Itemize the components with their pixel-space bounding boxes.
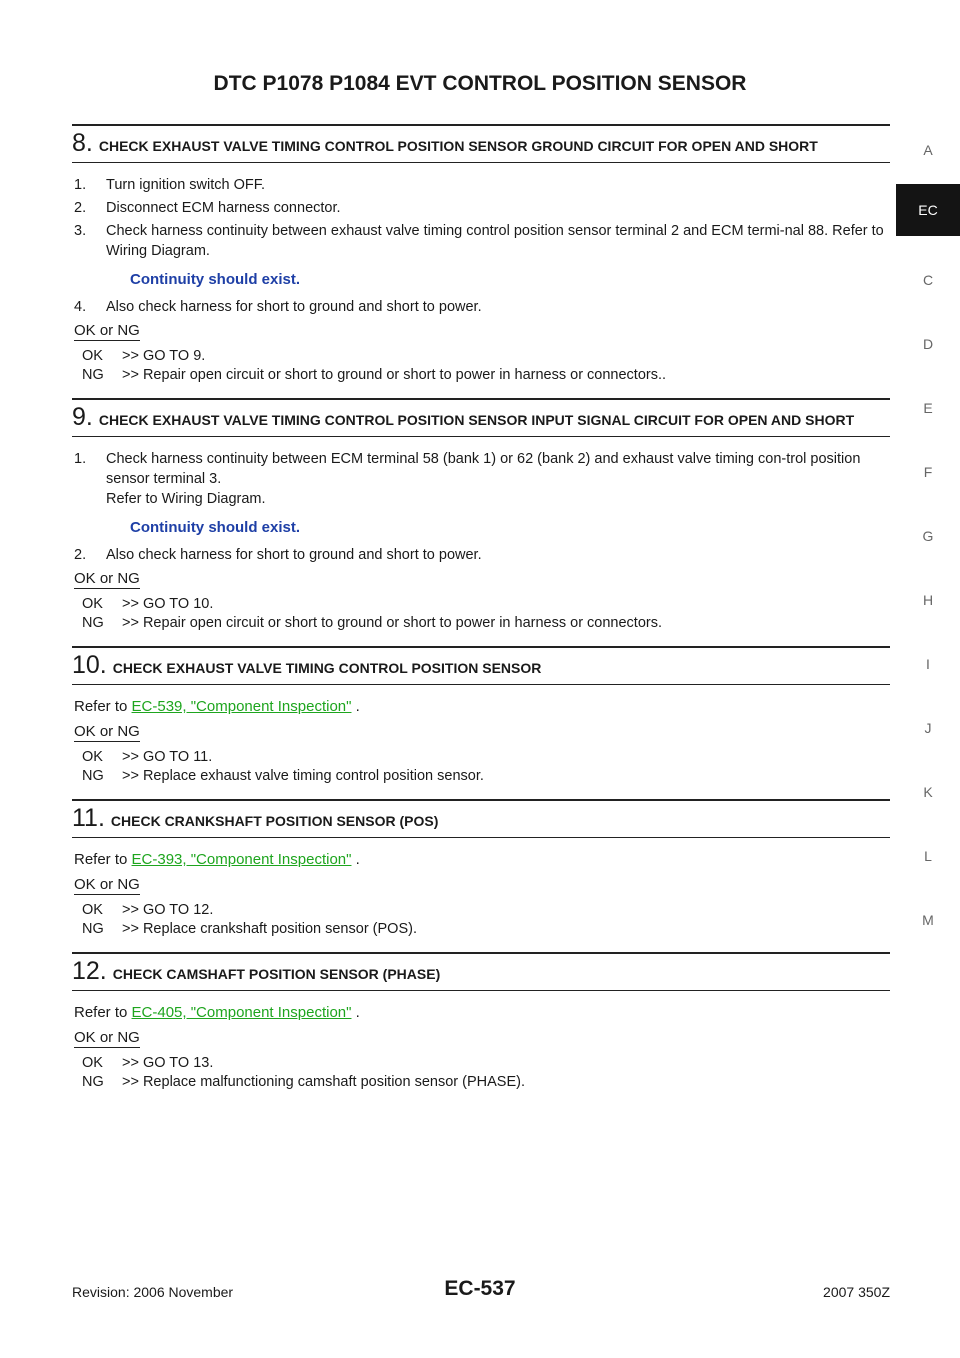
- step-header: 10. CHECK EXHAUST VALVE TIMING CONTROL PO…: [72, 646, 890, 685]
- instruction-list: 2.Also check harness for short to ground…: [72, 545, 890, 565]
- ng-result: NG>> Replace exhaust valve timing contro…: [82, 768, 484, 784]
- step-number: 9.: [72, 403, 93, 431]
- ok-result: OK>> GO TO 9.: [82, 348, 206, 364]
- ok-or-ng-label: OK or NG: [74, 876, 140, 895]
- component-inspection-link[interactable]: EC-393, "Component Inspection": [131, 851, 352, 868]
- list-item: 1.Check harness continuity between ECM t…: [74, 451, 861, 507]
- page-title: DTC P1078 P1084 EVT CONTROL POSITION SEN…: [213, 72, 747, 95]
- ok-result: OK>> GO TO 10.: [82, 596, 214, 612]
- section-tab-d[interactable]: D: [922, 336, 934, 352]
- ok-or-ng-label: OK or NG: [74, 322, 140, 341]
- step-header: 9. CHECK EXHAUST VALVE TIMING CONTROL POS…: [72, 398, 890, 437]
- list-item: 1.Turn ignition switch OFF.: [74, 177, 266, 193]
- step-title: CHECK EXHAUST VALVE TIMING CONTROL POSIT…: [112, 660, 542, 676]
- instruction-list: 1.Turn ignition switch OFF. 2.Disconnect…: [72, 175, 890, 261]
- step-header: 11. CHECK CRANKSHAFT POSITION SENSOR (POS…: [72, 799, 890, 838]
- step-9: 9. CHECK EXHAUST VALVE TIMING CONTROL POS…: [72, 398, 890, 633]
- section-tab-i[interactable]: I: [926, 656, 930, 672]
- section-tab-c[interactable]: C: [922, 272, 934, 288]
- step-11: 11. CHECK CRANKSHAFT POSITION SENSOR (POS…: [72, 799, 890, 939]
- spec-note: Continuity should exist.: [130, 271, 301, 288]
- instruction-list: 4.Also check harness for short to ground…: [72, 297, 890, 317]
- step-number: 11.: [72, 804, 105, 832]
- list-item: 3.Check harness continuity between exhau…: [74, 223, 884, 259]
- ok-or-ng-label: OK or NG: [74, 1029, 140, 1048]
- step-number: 10.: [72, 651, 107, 679]
- section-tab-j[interactable]: J: [924, 720, 932, 736]
- ok-result: OK>> GO TO 13.: [82, 1055, 214, 1071]
- section-tab-f[interactable]: F: [923, 464, 933, 480]
- list-item: 2.Also check harness for short to ground…: [74, 547, 482, 563]
- revision-date: Revision: 2006 November: [72, 1284, 234, 1300]
- step-title: CHECK EXHAUST VALVE TIMING CONTROL POSIT…: [98, 138, 818, 154]
- section-tab-a[interactable]: A: [923, 142, 933, 158]
- ng-result: NG>> Repair open circuit or short to gro…: [82, 367, 667, 383]
- ok-result: OK>> GO TO 11.: [82, 749, 213, 765]
- ok-or-ng-label: OK or NG: [74, 570, 140, 589]
- ng-result: NG>> Repair open circuit or short to gro…: [82, 615, 663, 631]
- ok-result: OK>> GO TO 12.: [82, 902, 214, 918]
- section-tab-k[interactable]: K: [923, 784, 933, 800]
- list-item: 2.Disconnect ECM harness connector.: [74, 200, 341, 216]
- step-number: 8.: [72, 129, 93, 157]
- step-8: 8. CHECK EXHAUST VALVE TIMING CONTROL POS…: [72, 124, 890, 385]
- section-tab-l[interactable]: L: [924, 848, 932, 864]
- step-header: 8. CHECK EXHAUST VALVE TIMING CONTROL POS…: [72, 124, 890, 163]
- step-title: CHECK CRANKSHAFT POSITION SENSOR (POS): [110, 813, 439, 829]
- page-number: EC-537: [444, 1277, 516, 1300]
- spec-note: Continuity should exist.: [130, 519, 301, 536]
- step-number: 12.: [72, 957, 107, 985]
- component-inspection-link[interactable]: EC-405, "Component Inspection": [131, 1004, 352, 1021]
- step-12: 12. CHECK CAMSHAFT POSITION SENSOR (PHASE…: [72, 952, 890, 1092]
- ok-or-ng-label: OK or NG: [74, 723, 140, 742]
- reference-line: Refer to EC-405, "Component Inspection" …: [74, 1004, 360, 1021]
- component-inspection-link[interactable]: EC-539, "Component Inspection": [131, 698, 352, 715]
- procedure-content: 8. CHECK EXHAUST VALVE TIMING CONTROL POS…: [72, 124, 890, 1092]
- step-title: CHECK CAMSHAFT POSITION SENSOR (PHASE): [112, 966, 441, 982]
- step-title: CHECK EXHAUST VALVE TIMING CONTROL POSIT…: [98, 412, 855, 428]
- section-index-tabs: A EC C D E F G H I J K L M: [896, 118, 960, 952]
- step-header: 12. CHECK CAMSHAFT POSITION SENSOR (PHASE…: [72, 952, 890, 991]
- instruction-list: 1.Check harness continuity between ECM t…: [72, 449, 890, 509]
- section-tab-m[interactable]: M: [922, 912, 934, 928]
- reference-line: Refer to EC-393, "Component Inspection" …: [74, 851, 360, 868]
- list-item: 4.Also check harness for short to ground…: [74, 299, 482, 315]
- vehicle-model: 2007 350Z: [823, 1284, 890, 1300]
- reference-line: Refer to EC-539, "Component Inspection" …: [74, 698, 360, 715]
- ng-result: NG>> Replace malfunctioning camshaft pos…: [82, 1074, 525, 1090]
- section-tab-g[interactable]: G: [922, 528, 934, 544]
- step-10: 10. CHECK EXHAUST VALVE TIMING CONTROL PO…: [72, 646, 890, 786]
- ng-result: NG>> Replace crankshaft position sensor …: [82, 921, 417, 937]
- section-tab-ec[interactable]: EC: [896, 184, 960, 236]
- section-tab-e[interactable]: E: [923, 400, 933, 416]
- section-tab-h[interactable]: H: [922, 592, 934, 608]
